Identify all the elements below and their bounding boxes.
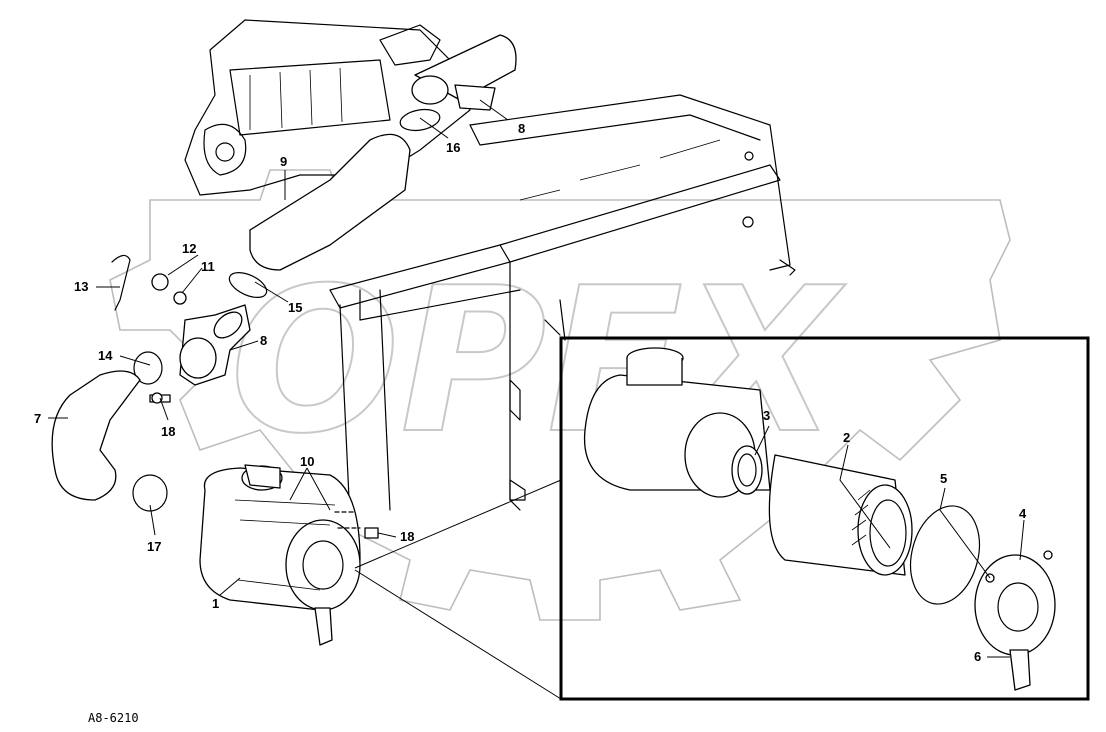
callout-16: 16 bbox=[446, 140, 460, 155]
chassis-frame bbox=[329, 94, 796, 521]
callout-18-lower: 18 bbox=[400, 529, 414, 544]
callout-8-upper: 8 bbox=[518, 121, 525, 136]
engine-block bbox=[184, 19, 471, 196]
callout-8-lower: 8 bbox=[260, 333, 267, 348]
callout-9: 9 bbox=[280, 154, 287, 169]
detail-inset bbox=[354, 336, 1090, 701]
callout-15: 15 bbox=[288, 300, 302, 315]
callout-5: 5 bbox=[940, 471, 947, 486]
callout-1: 1 bbox=[212, 596, 219, 611]
callout-12: 12 bbox=[182, 241, 196, 256]
callout-7: 7 bbox=[34, 411, 41, 426]
callout-2: 2 bbox=[843, 430, 850, 445]
callout-18-upper: 18 bbox=[161, 424, 175, 439]
callout-13: 13 bbox=[74, 279, 88, 294]
drawing-code: A8-6210 bbox=[88, 711, 139, 725]
upper-air-duct bbox=[249, 34, 517, 271]
callout-labels: 1 2 3 4 5 6 7 8 8 9 10 11 12 13 14 15 16… bbox=[34, 121, 1027, 664]
air-cleaner-housing bbox=[199, 464, 379, 646]
callout-6: 6 bbox=[974, 649, 981, 664]
callout-4: 4 bbox=[1019, 506, 1027, 521]
callout-14: 14 bbox=[98, 348, 113, 363]
callout-10: 10 bbox=[300, 454, 314, 469]
callout-3: 3 bbox=[763, 408, 770, 423]
leader-lines bbox=[48, 99, 1025, 658]
callout-17: 17 bbox=[147, 539, 161, 554]
callout-11: 11 bbox=[201, 259, 215, 274]
